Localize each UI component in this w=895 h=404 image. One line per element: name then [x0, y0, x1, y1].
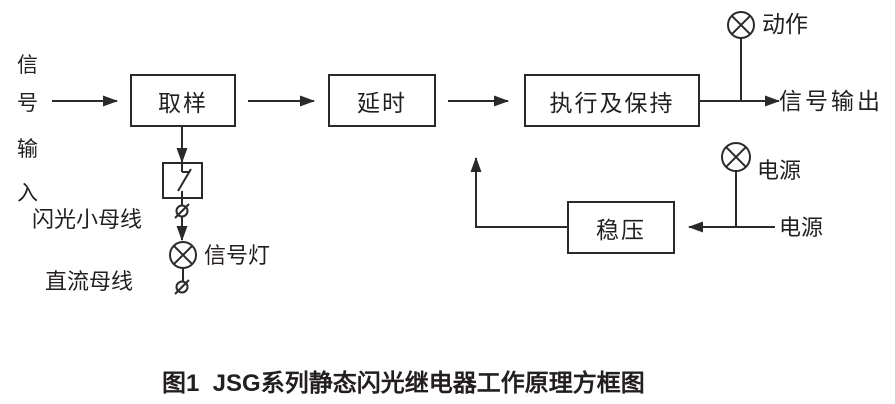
- power-lamp-icon: [721, 142, 751, 227]
- signal-output-label: 信号输出: [779, 88, 883, 114]
- signal-input-char: 号: [17, 92, 38, 115]
- block-delay: 延时: [328, 74, 436, 127]
- signal-input-char: 入: [17, 182, 38, 205]
- block-execute-hold: 执行及保持: [524, 74, 700, 127]
- signal-lamp-icon: [169, 241, 197, 269]
- block-regulator: 稳压: [567, 201, 675, 254]
- signal-input-char: 信: [17, 54, 38, 77]
- action-lamp-icon: [727, 11, 755, 101]
- switch-contact-icon: [162, 162, 203, 199]
- power-lamp-label: 电源: [757, 158, 802, 183]
- block-sampling: 取样: [130, 74, 236, 127]
- power-input-label: 电源: [779, 215, 824, 240]
- signal-input-char: 输: [17, 138, 38, 161]
- dc-bus-label: 直流母线: [45, 269, 134, 294]
- flash-bus-label: 闪光小母线: [32, 207, 143, 232]
- terminal-flash-bus-icon: [174, 203, 190, 219]
- terminal-dc-bus-icon: [174, 279, 190, 295]
- action-lamp-label: 动作: [762, 11, 808, 37]
- figure-caption: 图1 JSG系列静态闪光继电器工作原理方框图: [162, 370, 645, 397]
- connector-regulator-feedback: [470, 157, 567, 228]
- signal-lamp-label: 信号灯: [204, 243, 271, 268]
